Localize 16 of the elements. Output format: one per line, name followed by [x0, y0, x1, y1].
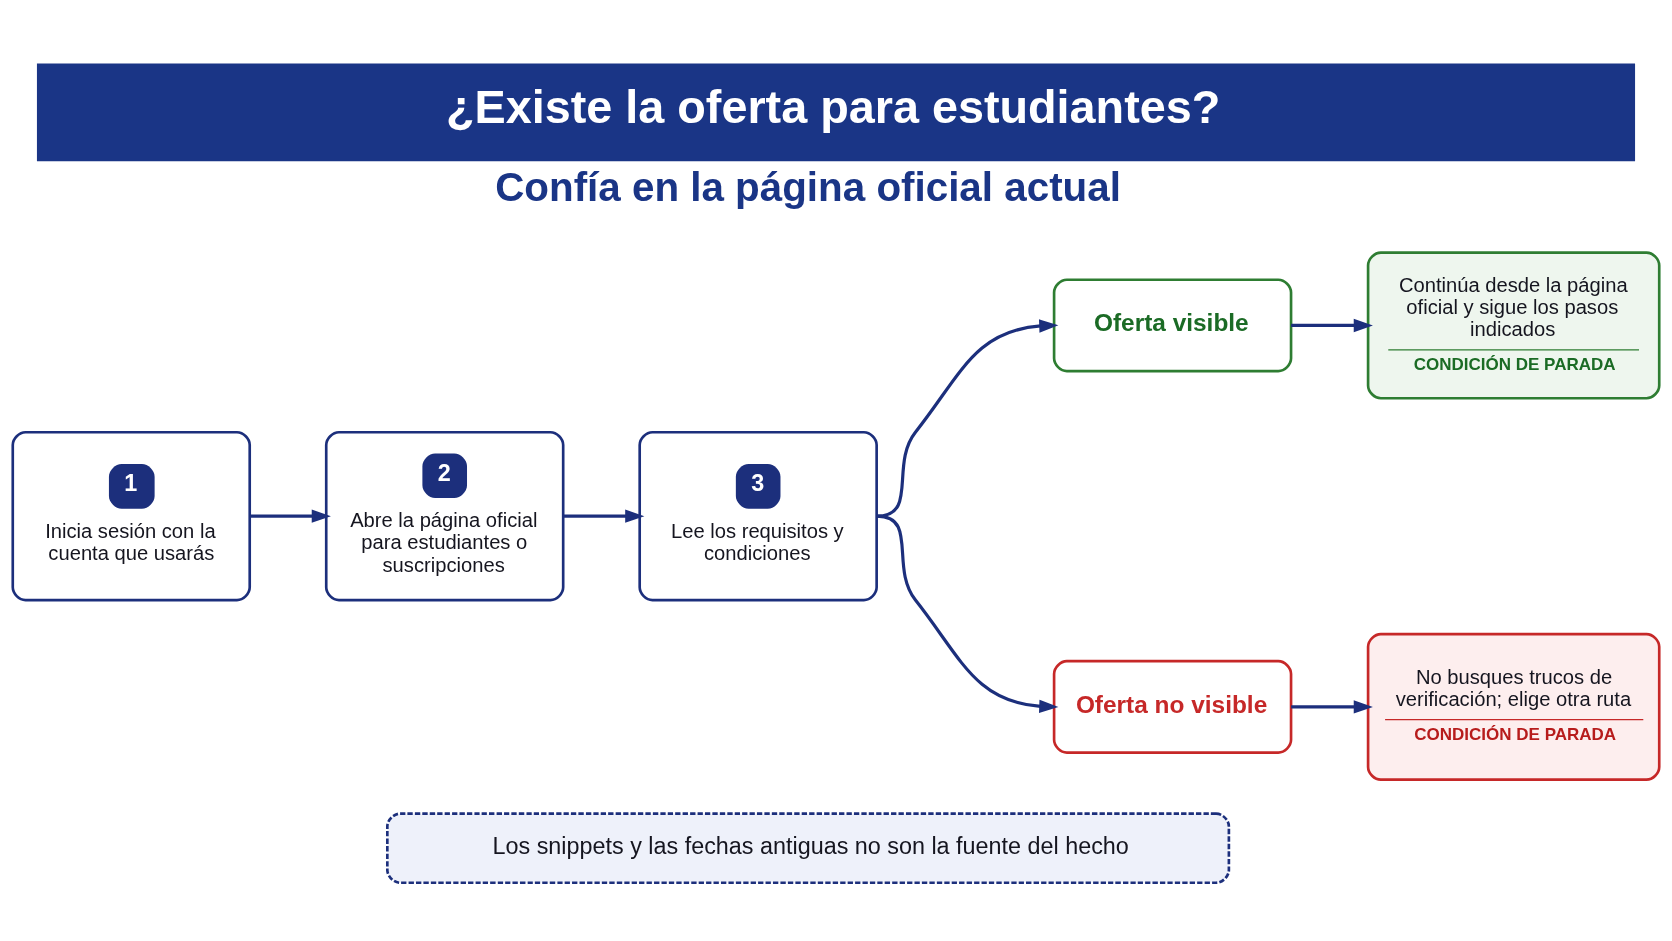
node-box: Continúa desde la página oficial y sigue los pasos indicados CONDICIÓN DE PARADA [1366, 250, 1661, 400]
node-box: No busques trucos de verificación; elige otra ruta CONDICIÓN DE PARADA [1366, 632, 1661, 781]
node-box: 1 Inicia sesión con la cuenta que usarás [11, 430, 252, 601]
node-box: Oferta no visible [1052, 659, 1293, 754]
arrow [877, 514, 1059, 713]
diagram-title: ¿Existe la oferta para estudiantes? [446, 80, 1221, 133]
arrow [1291, 318, 1373, 332]
label: Confía en la página oficial actual [495, 163, 1121, 210]
node-box: 3 Lee los requisitos y condiciones [638, 430, 878, 601]
node-box: 2 Abre la página oficial para estudiantes o suscripciones [324, 430, 565, 601]
arrow [250, 508, 331, 523]
arrow [877, 318, 1059, 518]
node-box: Los snippets y las fechas antiguas no son la fuente del hecho [386, 811, 1231, 884]
node-box: Oferta visible [1052, 277, 1293, 372]
arrow [1291, 699, 1373, 714]
arrow [563, 508, 645, 523]
